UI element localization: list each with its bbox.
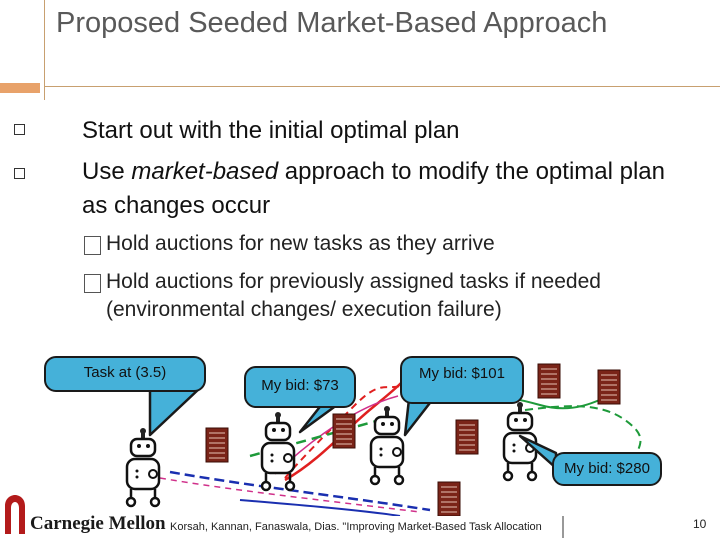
route-blue-dashed-path (169, 470, 431, 512)
bullet-square-icon (14, 124, 25, 135)
bullet-1: Start out with the initial optimal plan (82, 117, 460, 144)
title-divider-vertical (44, 0, 45, 100)
bullet-2: Use market-based approach to modify the … (82, 155, 682, 223)
bubble-tail (148, 386, 202, 437)
accent-bar (0, 83, 40, 93)
bullet-2-text-b: approach to modify the optimal plan as c… (82, 158, 665, 219)
server-rack-icon (537, 363, 561, 399)
page-number: 10 (693, 517, 707, 531)
bullet-square-icon (14, 168, 25, 179)
bullet-2-emphasis: market-based (131, 158, 279, 185)
robot-icon (369, 404, 405, 486)
robot-icon (125, 426, 161, 508)
checkbox-icon (84, 236, 101, 255)
server-rack-icon (205, 427, 229, 463)
route-green-dashed-path-2 (524, 405, 642, 471)
server-rack-icon (332, 413, 356, 449)
server-rack-icon (455, 419, 479, 455)
title-divider-horizontal (44, 86, 720, 87)
bid-bubble-2: My bid: $101 (400, 356, 524, 404)
bullet-2-text-a: Use (82, 158, 132, 185)
route-blue-path (239, 499, 401, 516)
bid-bubble-1: My bid: $73 (244, 366, 356, 408)
footer-citation: Korsah, Kannan, Fanaswala, Dias. "Improv… (170, 516, 564, 538)
task-bubble: Task at (3.5) (44, 356, 206, 392)
sub-bullet-1: Hold auctions for new tasks as they arri… (106, 232, 495, 255)
route-pink-dashed-path (159, 477, 421, 513)
logo-icon (5, 495, 25, 534)
sub-bullet-2: Hold auctions for previously assigned ta… (106, 270, 601, 321)
brand-name: Carnegie Mellon (30, 513, 166, 534)
slide-title: Proposed Seeded Market-Based Approach (56, 7, 608, 39)
server-rack-icon (597, 369, 621, 405)
route-red-dashed-path (284, 385, 401, 479)
bid-bubble-3: My bid: $280 (552, 452, 662, 486)
robot-icon (260, 410, 296, 492)
checkbox-icon (84, 274, 101, 293)
server-rack-icon (437, 481, 461, 516)
